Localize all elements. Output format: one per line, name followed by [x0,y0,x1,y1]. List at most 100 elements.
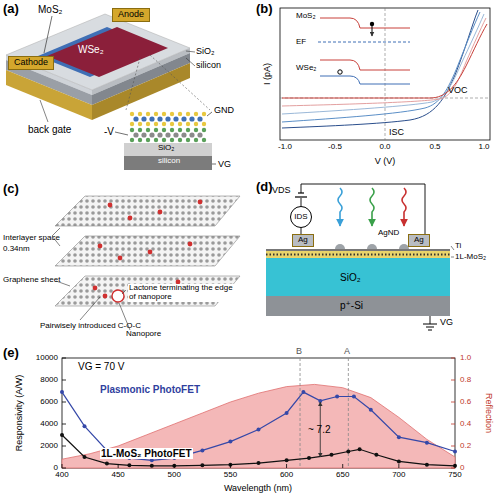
tick-mark [62,402,66,403]
label-text: VOC [448,86,468,96]
data-point [352,395,356,399]
tick-mark [62,468,66,469]
graphene-stack [52,196,240,330]
data-point [358,447,362,451]
label-text: SiO₂ [196,47,215,57]
data-point [200,448,204,452]
spectrum-plot-data [60,358,457,468]
label-text: (a) [3,2,19,16]
tick-mark [174,464,175,468]
label-text: VDS [272,186,291,196]
node-text: IDS [294,213,307,222]
label-text: Wavelength (nm) [224,484,292,494]
data-point [335,395,339,399]
node-text: Ag [298,236,308,245]
label-text: 0.8 [460,376,471,385]
crystal-inset [115,112,216,170]
label-text: -V [104,126,114,137]
data-point [127,463,131,467]
label-text: (b) [256,2,273,16]
tick-mark [118,464,119,468]
tick-mark [455,464,456,468]
label-text: -0.5 [328,143,342,152]
label-text: 400 [55,471,68,480]
plasmonic-curve [62,392,455,460]
label-text: I (pA) [263,63,273,85]
electrode-pad: Cathode [8,56,54,70]
photofet-device [266,184,454,330]
device-3d [6,14,210,122]
label-text: silicon [158,157,180,166]
data-point [397,459,401,463]
data-point [425,441,429,445]
data-point [425,463,429,467]
reflection-area [62,384,455,468]
label-text: 6000 [40,398,58,407]
tick-mark [62,464,63,468]
label-text: silicon [196,61,221,71]
data-point [374,453,378,457]
data-point [200,463,204,467]
label-text: SiO₂ [340,272,361,283]
label-text: 750 [448,471,461,480]
spectrum-plot-frame [62,358,455,468]
data-point [105,462,109,466]
label-text: 550 [224,471,237,480]
tick-mark [230,464,231,468]
label-text: VG [218,160,231,170]
label-text: WSe₂ [296,64,316,73]
node-text: Cathode [14,58,48,68]
label-text: Ti [455,242,461,251]
label-text: ISC [389,128,404,138]
label-text: VG = 70 V [78,361,124,372]
data-point [330,453,334,457]
data-point [60,433,64,437]
label-text: 0.2 [460,442,471,451]
tick-mark [62,446,66,447]
tick-mark [62,358,66,359]
label-text: (d) [256,180,273,194]
tick-mark [451,358,455,359]
label-text: A [344,347,350,357]
label-text: 1.0 [460,354,471,363]
label-text: 700 [392,471,405,480]
data-point [83,424,87,428]
label-text: Pairwisely introduced C-O-C [40,322,141,331]
data-point [285,458,289,462]
label-text: 450 [111,471,124,480]
label-text: EF [296,38,306,47]
label-text: V (V) [375,157,396,167]
label-text: WSe₂ [78,44,104,55]
tick-mark [451,380,455,381]
label-text: 0.4 [460,420,471,429]
label-text: Nanopore [126,330,161,339]
data-point [83,455,87,459]
label-text: 600 [280,471,293,480]
label-text: Reflection [483,393,493,433]
label-text: MoS₂ [296,12,316,21]
label-text: 500 [168,471,181,480]
data-point [257,461,261,465]
node-text: Ag [414,236,424,245]
label-text: MoS₂ [38,4,62,15]
photofet-curve [62,435,455,466]
current-meter: IDS [290,206,312,228]
electrode-pad: Ag [292,234,314,247]
label-text: 8000 [40,376,58,385]
guide-line [300,358,301,468]
label-text: AgND [378,229,399,238]
label-text: 0.34nm [3,245,30,254]
data-point [257,428,261,432]
label-text: SiO₂ [158,144,174,153]
tick-mark [62,424,66,425]
electrode-pad: Ag [408,234,430,247]
data-point [397,435,401,439]
data-point [228,440,232,444]
label-text: 0.5 [429,143,440,152]
node-text: Anode [118,10,144,20]
data-point [307,456,311,460]
label-text: Responsivity (A/W) [15,375,25,452]
label-text: 0.6 [460,398,471,407]
label-text: 10000 [36,354,58,363]
